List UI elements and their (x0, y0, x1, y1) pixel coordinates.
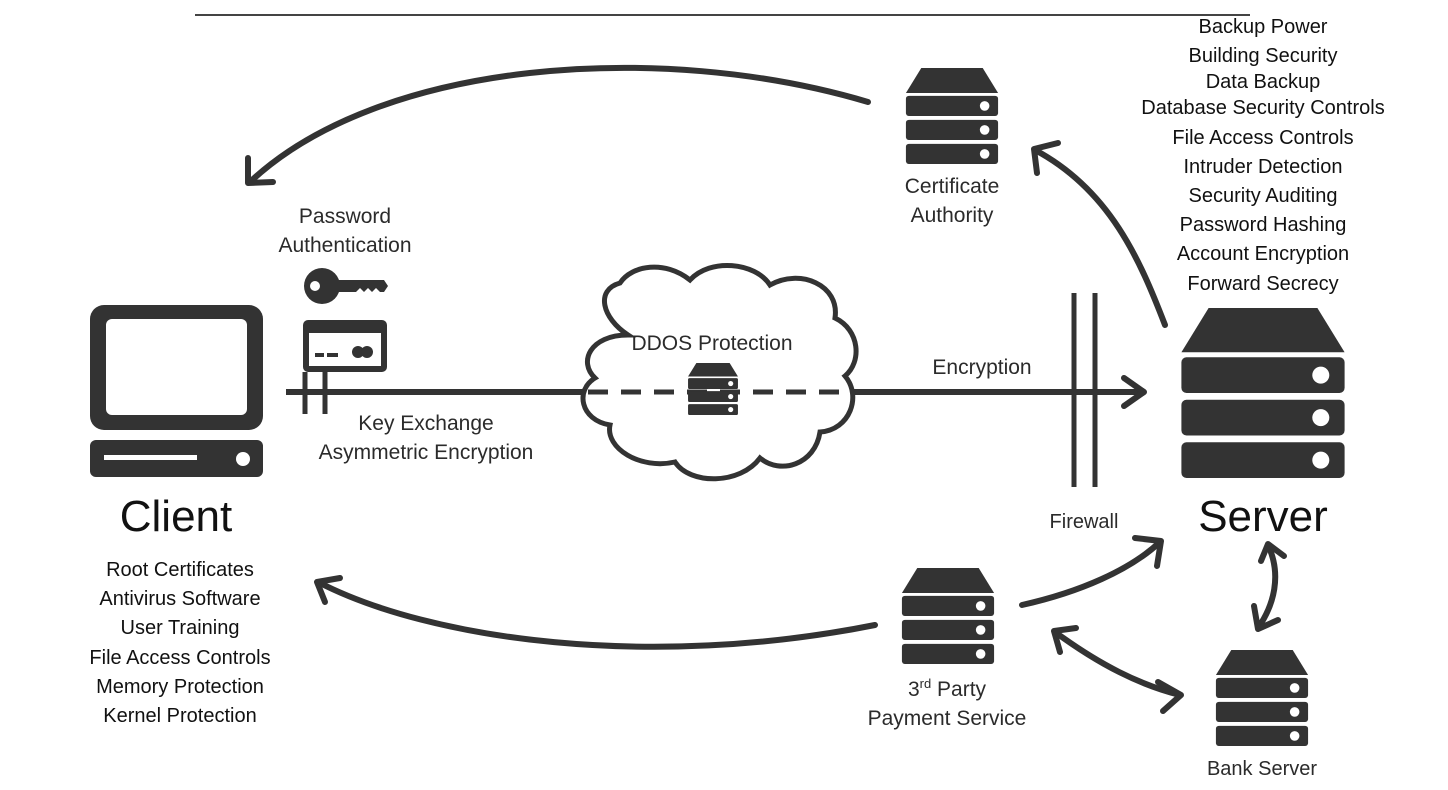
client-feature: Memory Protection (96, 675, 264, 698)
cloud-icon (580, 262, 859, 482)
server-icon (1181, 308, 1345, 478)
server-feature: Data Backup (1205, 71, 1321, 94)
arrow-ca-to-client (247, 64, 871, 185)
bank-server-icon (1215, 650, 1309, 746)
server-feature: File Access Controls (1172, 126, 1354, 149)
encryption-label: Encryption (932, 356, 1032, 379)
ddos-protection-label: DDOS Protection (631, 332, 793, 355)
client-feature: User Training (120, 617, 240, 640)
client-feature: Root Certificates (106, 559, 254, 581)
bank-server-label: Bank Server (1206, 758, 1318, 780)
credit-card-icon (303, 320, 387, 372)
monitor-icon (90, 305, 263, 477)
password-authentication-label: Password Authentication (278, 205, 412, 257)
client-feature: Kernel Protection (103, 705, 257, 728)
client-feature: File Access Controls (89, 646, 271, 669)
main-connection (286, 372, 1147, 414)
arrow-payment-to-server (1019, 539, 1163, 608)
client-title: Client (119, 492, 233, 541)
server-feature: Security Auditing (1188, 185, 1338, 208)
arrow-payment-bank-head-b (1155, 679, 1184, 714)
arrow-payment-to-client-head (314, 575, 343, 605)
server-feature: Building Security (1188, 45, 1338, 68)
arrow-payment-bank (1052, 629, 1183, 698)
key-icon (304, 268, 388, 304)
server-feature: Forward Secrecy (1187, 272, 1339, 295)
server-title: Server (1198, 492, 1328, 541)
server-feature: Database Security Controls (1141, 97, 1385, 120)
arrow-server-bank-head-b (1251, 603, 1281, 632)
server-feature: Backup Power (1198, 16, 1328, 38)
server-feature: Intruder Detection (1183, 155, 1343, 178)
arrow-payment-to-server-head (1132, 535, 1164, 569)
firewall-label: Firewall (1049, 511, 1119, 533)
arrow-server-to-ca (1032, 147, 1168, 328)
certificate-authority-label: Certificate Authority (904, 175, 1000, 227)
firewall-icon (1071, 293, 1098, 487)
server-feature: Account Encryption (1176, 243, 1350, 266)
arrow-server-to-ca-head (1031, 140, 1061, 176)
client-feature: Antivirus Software (99, 588, 261, 611)
server-feature: Password Hashing (1179, 214, 1347, 237)
server-features: Backup Power Building Security Data Back… (1120, 13, 1406, 299)
arrow-payment-bank-head-a (1051, 625, 1079, 655)
arrow-server-bank-head-a (1258, 541, 1287, 564)
payment-service-label: 3rd Party Payment Service (867, 676, 1027, 730)
arrow-server-bank (1255, 542, 1279, 631)
arrow-ca-to-client-head (245, 155, 276, 186)
client-features: Root Certificates Antivirus Software Use… (60, 556, 300, 731)
certificate-authority-server-icon (905, 68, 999, 164)
arrow-payment-to-client (315, 579, 878, 650)
payment-service-server-icon (901, 568, 995, 664)
key-exchange-label: Key Exchange Asymmetric Encryption (318, 412, 534, 464)
